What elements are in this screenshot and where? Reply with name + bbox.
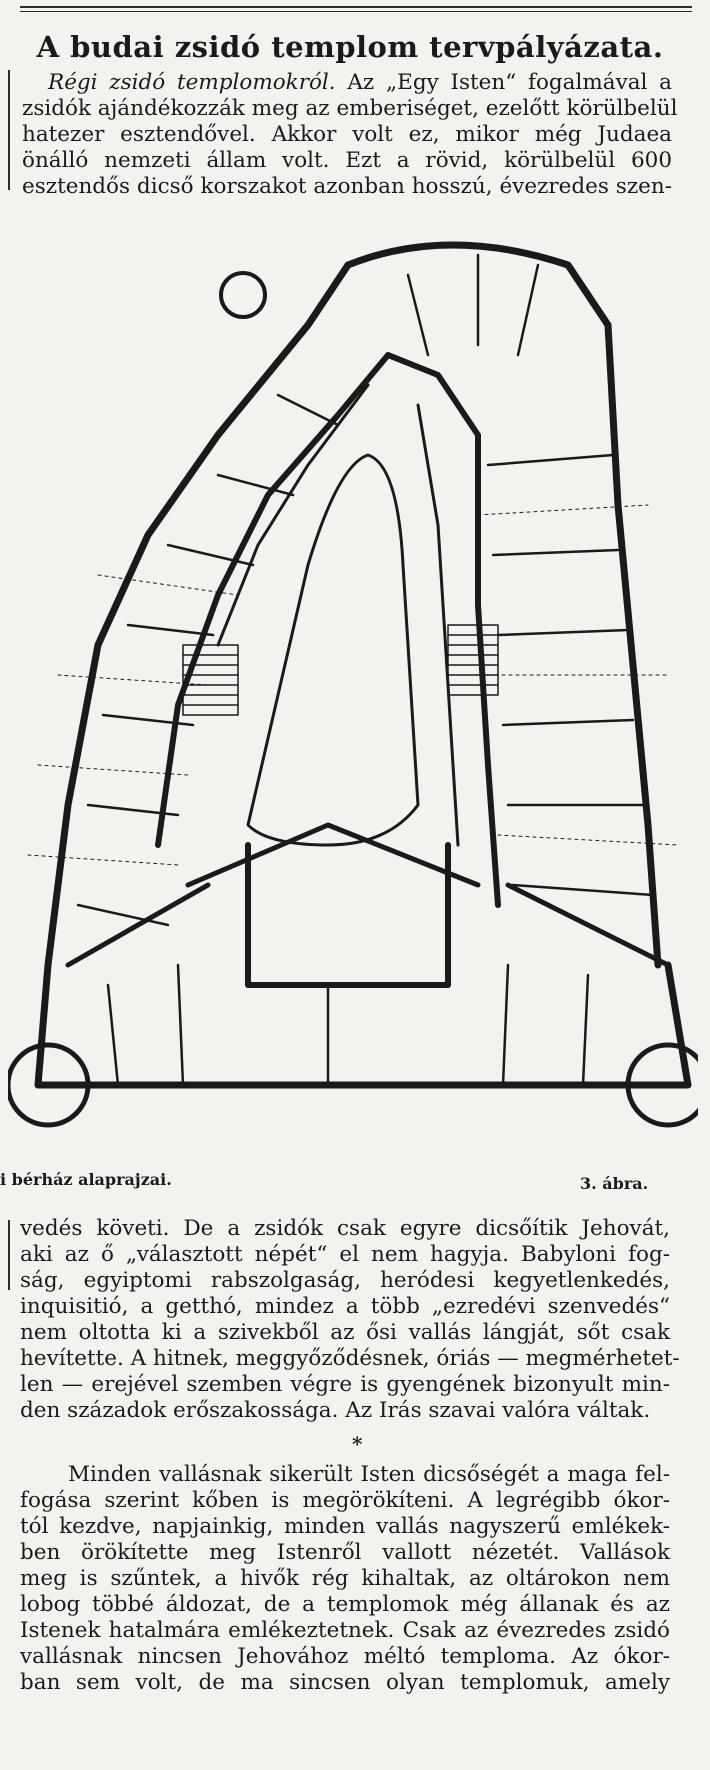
cont-line-4: inquisitió, a getthó, mindez a több „ezr… xyxy=(20,1294,670,1319)
article-title: A budai zsidó templom tervpályázata. xyxy=(36,30,664,64)
left-column-rule xyxy=(8,70,10,190)
second-line-7: Istenek hatalmára emlékeztetnek. Csak az… xyxy=(20,1618,670,1643)
intro-line-2: zsidók ajándékozzák meg az emberiséget, … xyxy=(22,96,678,121)
intro-lead: Régi zsidó templomokról. xyxy=(48,70,336,95)
south-core xyxy=(245,842,451,988)
tower-sw xyxy=(8,1042,91,1128)
second-paragraph: Minden vallásnak sikerült Isten dicsőség… xyxy=(20,1462,670,1696)
cont-line-8: den századok erőszakossága. Az Irás szav… xyxy=(20,1398,651,1423)
floor-plan-figure xyxy=(8,241,698,1128)
outer-wall-east xyxy=(604,321,662,969)
cont-line-3: ság, egyiptomi rabszolgaság, heródesi ke… xyxy=(20,1268,670,1293)
staircases xyxy=(182,624,499,716)
outer-wall-south xyxy=(34,961,692,1089)
inner-wall-east xyxy=(385,352,501,908)
intro-line-5: esztendős dicső korszakot azonban hosszú… xyxy=(22,174,672,199)
corridor-line-east xyxy=(416,403,460,847)
south-inner-wall xyxy=(185,822,481,888)
tower-se xyxy=(625,1042,698,1128)
intro-paragraph: Régi zsidó templomokról. Az „Egy Isten“ … xyxy=(22,70,678,200)
second-line-8: vallásnak nincsen Jehovához méltó templo… xyxy=(20,1644,670,1669)
outer-wall-west xyxy=(44,261,352,969)
top-rule-thin xyxy=(20,11,692,12)
continuation-paragraph: vedés követi. De a zsidók csak egyre dic… xyxy=(20,1216,680,1424)
cont-line-6: hevítette. A hitnek, meggyőződésnek, óri… xyxy=(20,1346,680,1371)
cont-line-1: vedés követi. De a zsidók csak egyre dic… xyxy=(20,1216,670,1241)
cont-line-7: len — erejével szemben végre is gyengéne… xyxy=(20,1372,670,1397)
diagonal-wings xyxy=(65,882,671,968)
second-line-3: tól kezdve, napjainkig, minden vallás na… xyxy=(20,1514,670,1539)
second-line-1: Minden vallásnak sikerült Isten dicsőség… xyxy=(68,1462,670,1487)
intro-line-3: hatezer esztendővel. Akkor volt ez, miko… xyxy=(22,122,672,147)
room-partitions xyxy=(76,253,655,1087)
second-line-2: fogása szerint kőben is megörökíteni. A … xyxy=(20,1488,670,1513)
outer-wall-north-curve xyxy=(344,241,612,329)
intro-line-4: önálló nemzeti állam volt. Ezt a rövid, … xyxy=(22,148,672,173)
corridor-line-west xyxy=(216,383,370,647)
tower-nw xyxy=(219,271,267,319)
inner-wall-west xyxy=(155,352,391,848)
second-line-9: ban sem volt, de ma sincsen olyan templo… xyxy=(20,1670,670,1695)
cont-line-2: aki az ő „választott népét“ el nem hagyj… xyxy=(20,1242,670,1267)
second-line-5: meg is szűntek, a hivők rég kihaltak, az… xyxy=(20,1566,670,1591)
figure-number: 3. ábra. xyxy=(580,1174,649,1193)
intro-line-1: Régi zsidó templomokról. Az „Egy Isten“ … xyxy=(48,70,672,95)
left-column-rule-lower xyxy=(8,1220,10,1290)
second-line-6: lobog többé áldozat, de a templomok még … xyxy=(20,1592,670,1617)
figure-caption: i bérház alaprajzai. xyxy=(0,1170,172,1189)
section-separator: * xyxy=(352,1432,363,1456)
dimension-lines xyxy=(27,504,679,866)
cont-line-5: nem oltotta ki a szivekből az ősi vallás… xyxy=(20,1320,670,1345)
courtyard xyxy=(246,453,420,847)
second-line-4: ben örökítette meg Istenről vallott néze… xyxy=(20,1540,670,1565)
top-rule xyxy=(20,6,692,8)
